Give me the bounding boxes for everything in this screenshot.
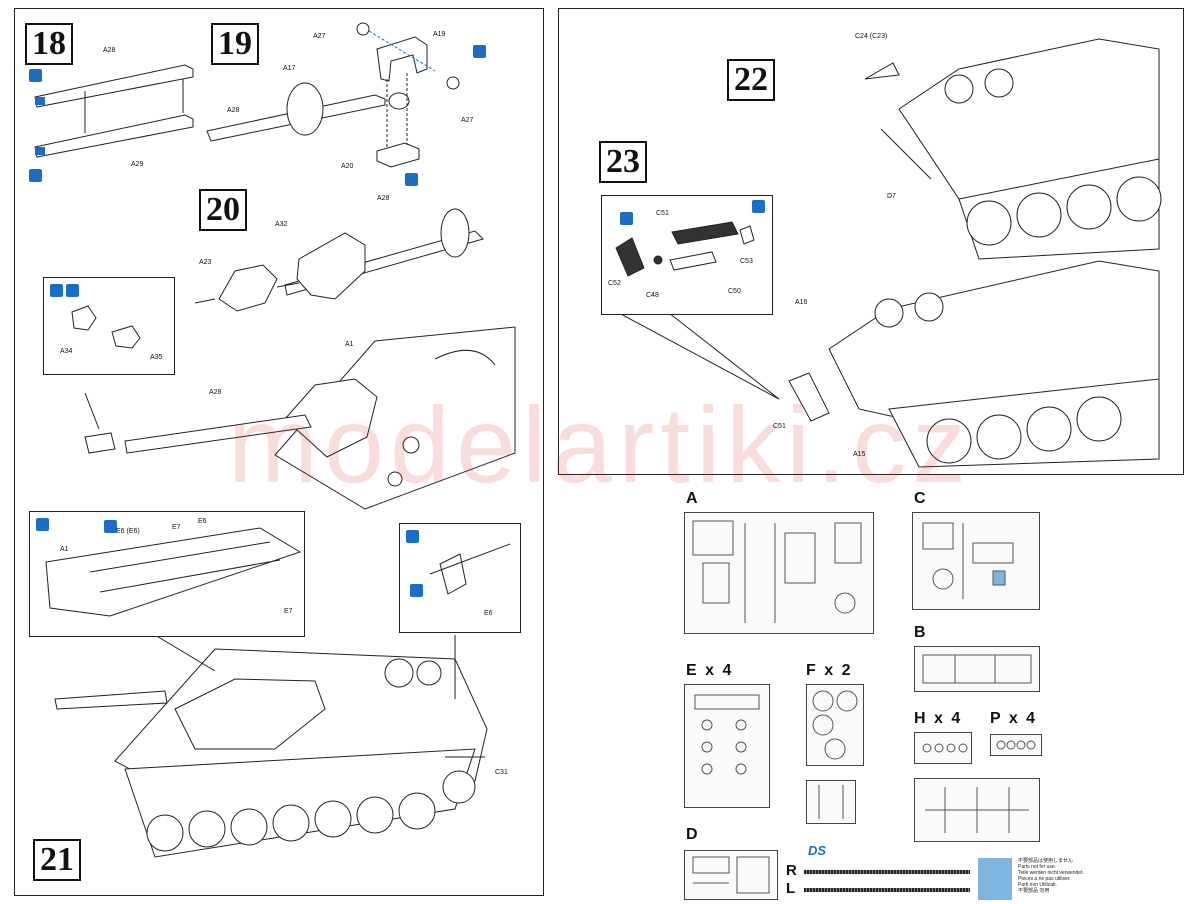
note-line: Teile werden nicht verwendet. xyxy=(1018,870,1084,876)
a34-a35-drawing xyxy=(71,305,141,349)
part-label: A28 xyxy=(377,195,390,202)
track-r-label: R xyxy=(786,862,797,879)
part-label: A19 xyxy=(433,31,446,38)
part-label: A29 xyxy=(131,161,144,168)
sprue-c xyxy=(912,512,1040,610)
c48-c53-drawing xyxy=(615,221,755,277)
sprue-f xyxy=(806,684,864,766)
part-label: A35 xyxy=(150,354,163,361)
sprue-p xyxy=(990,734,1042,756)
part-label: E6 xyxy=(484,610,493,617)
paint-icon xyxy=(29,69,42,82)
part-label: C53 xyxy=(740,258,753,265)
step-18-drawing xyxy=(34,22,516,858)
sprue-p-title: P x 4 xyxy=(990,710,1038,727)
part-label: A27 xyxy=(313,33,326,40)
part-label: A1 xyxy=(60,546,69,553)
part-label: A20 xyxy=(341,163,354,170)
part-label: A32 xyxy=(275,221,288,228)
part-label: A27 xyxy=(461,117,474,124)
paint-icon xyxy=(36,518,49,531)
part-label: C51 xyxy=(773,423,786,430)
part-label: C50 xyxy=(728,288,741,295)
part-label: D7 xyxy=(887,193,896,200)
note-line: Parti non Utilizati. xyxy=(1018,882,1057,888)
sprue-e-title: E x 4 xyxy=(686,662,734,679)
part-label: C31 xyxy=(495,769,508,776)
sprue-e xyxy=(684,684,770,808)
brand-logo: DS xyxy=(808,843,827,858)
part-label: A28 xyxy=(227,107,240,114)
sprue-f-title: F x 2 xyxy=(806,662,853,679)
part-badge-icon xyxy=(620,212,633,225)
e6-e7-drawing xyxy=(45,527,302,617)
part-label: E7 xyxy=(284,608,293,615)
paint-icon xyxy=(66,284,79,297)
e6-detail-drawing xyxy=(429,543,511,595)
paint-icon xyxy=(406,530,419,543)
note-line: Pieces a ne pas utiliser. xyxy=(1018,876,1071,882)
part-label: A1 xyxy=(345,341,354,348)
part-label: E7 xyxy=(172,524,181,531)
parts-not-for-use-note: 不要部品は使用しません Parts not for use. Teile wer… xyxy=(1018,858,1084,894)
steps-22-23-drawing xyxy=(618,38,1162,468)
glue-icon xyxy=(473,45,486,58)
paint-icon xyxy=(410,584,423,597)
step-23-number: 23 xyxy=(599,141,647,183)
part-badge-icon xyxy=(104,520,117,533)
part-label: C48 xyxy=(646,292,659,299)
part-label: A28 xyxy=(209,389,222,396)
note-line: 不要部品 勿用 xyxy=(1018,888,1050,894)
step-18-number: 18 xyxy=(25,23,73,65)
detail-inset-a34-a35: A34 A35 xyxy=(43,277,175,375)
sprue-h-title: H x 4 xyxy=(914,710,963,727)
step-22-number: 22 xyxy=(727,59,775,101)
part-label: A28 xyxy=(103,47,116,54)
part-label: C52 xyxy=(608,280,621,287)
part-label: E6 (E6) xyxy=(116,528,140,535)
track-l-label: L xyxy=(786,880,796,897)
paint-icon xyxy=(752,200,765,213)
part-label: A34 xyxy=(60,348,73,355)
sprue-h xyxy=(914,732,972,764)
part-label: A16 xyxy=(795,299,808,306)
glue-icon xyxy=(405,173,418,186)
part-label: E6 xyxy=(198,518,207,525)
step-19-number: 19 xyxy=(211,23,259,65)
sprue-a-title: A xyxy=(686,490,700,507)
clear-parts-swatch xyxy=(978,858,1012,900)
sprue-d xyxy=(684,850,778,900)
instruction-page-left: 18 xyxy=(14,8,544,896)
part-label: A23 xyxy=(199,259,212,266)
step-21-number: 21 xyxy=(33,839,81,881)
track-r xyxy=(804,870,970,874)
paint-icon xyxy=(29,169,42,182)
paint-icon xyxy=(50,284,63,297)
sprue-b-title: B xyxy=(914,624,928,641)
part-label: A17 xyxy=(283,65,296,72)
sprue-b xyxy=(914,646,1040,692)
sprue-d-title: D xyxy=(686,826,700,843)
track-l xyxy=(804,888,970,892)
sprue-c-title: C xyxy=(914,490,928,507)
note-line: 不要部品は使用しません xyxy=(1018,858,1073,864)
part-label: C51 xyxy=(656,210,669,217)
note-line: Parts not for use. xyxy=(1018,864,1057,870)
instruction-page-right: 22 C24 (C23) D7 23 C51 C52 C48 C50 C53 A… xyxy=(558,8,1184,475)
detail-inset-e6: E6 xyxy=(399,523,521,633)
sprue-a xyxy=(684,512,874,634)
detail-inset-c48-c53: C51 C52 C48 C50 C53 xyxy=(601,195,773,315)
step-20-number: 20 xyxy=(199,189,247,231)
part-label: C24 (C23) xyxy=(855,33,888,40)
sprue-f-tracks xyxy=(806,780,856,824)
sprue-g xyxy=(914,778,1040,842)
part-label: A15 xyxy=(853,451,866,458)
detail-inset-e6-e7: E6 (E6) E7 E6 A1 E7 xyxy=(29,511,305,637)
